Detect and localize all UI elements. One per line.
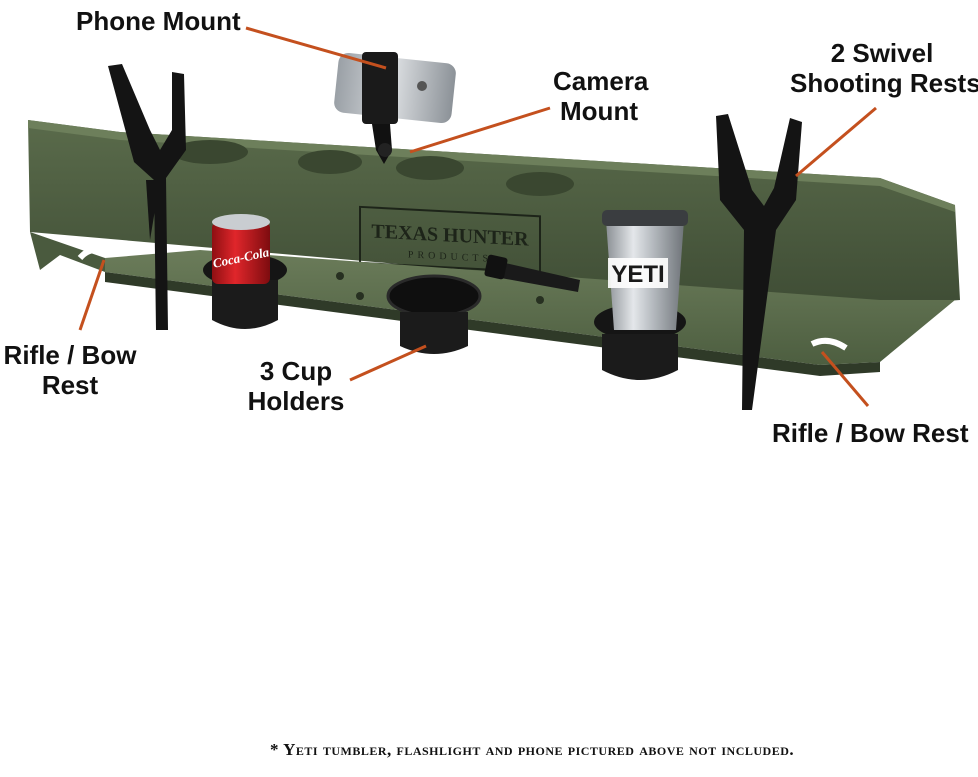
label-cup-holders: 3 Cup Holders	[246, 356, 346, 416]
label-swivel-rests: 2 Swivel Shooting Rests	[790, 38, 978, 98]
label-camera-mount-line1: Camera	[553, 66, 649, 96]
rifle-rest-notch-right	[810, 337, 848, 351]
arrow-rest-left	[78, 259, 106, 331]
label-swivel-rests-line2: Shooting Rests	[790, 68, 978, 98]
label-rest-left-line2: Rest	[41, 370, 99, 400]
label-cup-holders-line2: Holders	[247, 386, 345, 416]
tumbler: YETI	[602, 210, 688, 330]
brand-logo-line2: PRODUCTS	[408, 249, 492, 264]
arrow-rest-right	[820, 351, 870, 407]
label-cup-holders-line1: 3 Cup	[259, 356, 333, 386]
phone-mount	[334, 52, 456, 164]
shelf-tray	[30, 232, 955, 376]
arrow-swivel-rests	[795, 106, 877, 178]
arrow-phone-mount	[245, 26, 387, 70]
arrow-camera-mount	[409, 106, 551, 154]
label-swivel-rests-line1: 2 Swivel	[830, 38, 934, 68]
cup-holder-center	[386, 274, 482, 354]
label-phone-mount: Phone Mount	[76, 6, 241, 36]
shooting-rest-right	[716, 114, 802, 410]
soda-can: Coca-Cola	[211, 214, 271, 284]
flashlight	[484, 254, 580, 292]
tumbler-logo: YETI	[611, 261, 664, 288]
shooting-rest-left	[108, 64, 186, 330]
label-rest-right: Rifle / Bow Rest	[772, 418, 969, 448]
callout-arrows	[78, 26, 877, 407]
disclaimer-footnote: * Yeti tumbler, flashlight and phone pic…	[270, 740, 795, 759]
top-cup-holes	[172, 140, 574, 196]
label-rest-left-line1: Rifle / Bow	[3, 340, 137, 370]
label-rest-left: Rifle / Bow Rest	[2, 340, 138, 400]
rifle-rest-notch-left	[77, 246, 110, 261]
label-camera-mount-line2: Mount	[560, 96, 638, 126]
arrow-cup-holders	[349, 344, 427, 382]
label-camera-mount: Camera Mount	[553, 66, 649, 126]
